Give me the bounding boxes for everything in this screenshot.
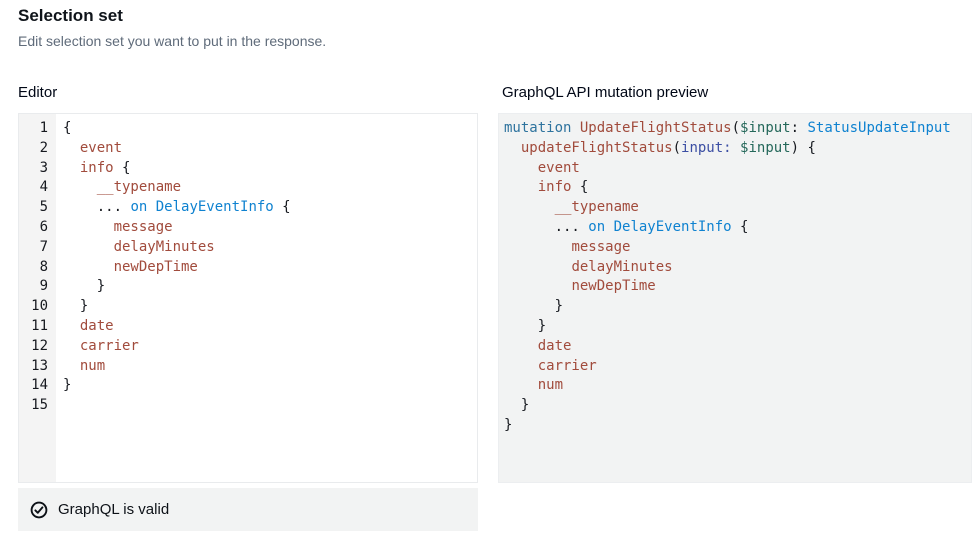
validation-status-bar: GraphQL is valid [18, 488, 478, 531]
line-number: 12 [31, 337, 48, 354]
code-line: 5 ... on DelayEventInfo { [19, 198, 477, 218]
line-number: 1 [39, 120, 48, 136]
code-line: 15 [19, 396, 477, 416]
line-number: 15 [31, 397, 48, 414]
check-circle-icon [30, 501, 48, 519]
line-number: 13 [31, 357, 48, 374]
code-line: date [537, 337, 572, 354]
code-line: 9 } [19, 277, 477, 297]
code-line: 8 newDepTime [19, 258, 477, 278]
code-line: 7 delayMinutes [19, 238, 477, 258]
code-line: info { [537, 179, 589, 196]
code-line: 2 event [19, 139, 477, 159]
code-line: delayMinutes [571, 258, 673, 275]
code-line: event [537, 159, 580, 176]
code-line: 11 date [19, 317, 477, 337]
code-line: 6 message [19, 218, 477, 238]
code-line: message [571, 238, 631, 255]
code-line: } [504, 416, 513, 433]
code-line: 14} [19, 376, 477, 396]
preview-panel-label: GraphQL API mutation preview [502, 84, 709, 101]
code-line: ... on DelayEventInfo { [504, 218, 749, 235]
line-number: 5 [39, 199, 48, 216]
page-description: Edit selection set you want to put in th… [18, 33, 327, 49]
code-line: } [504, 298, 564, 315]
line-number-gutter [19, 114, 56, 482]
validation-status-text: GraphQL is valid [58, 501, 170, 518]
code-line: num [537, 377, 564, 394]
code-line: mutation UpdateFlightStatus($input: Stat… [504, 120, 951, 136]
line-number: 11 [31, 317, 48, 334]
line-number: 8 [39, 258, 48, 275]
line-number: 3 [39, 159, 48, 176]
code-line: } [504, 397, 530, 414]
code-line: 13 num [19, 357, 477, 377]
line-number: 7 [39, 238, 48, 255]
preview-code-lines: mutation UpdateFlightStatus($input: Stat… [504, 119, 951, 436]
code-line: newDepTime [571, 278, 656, 295]
line-number: 6 [39, 218, 48, 235]
line-number: 14 [31, 377, 48, 394]
line-number: 10 [31, 298, 48, 315]
section-header: Selection set Edit selection set you wan… [18, 6, 326, 49]
line-number: 9 [39, 278, 48, 295]
editor-panel-label: Editor [18, 84, 58, 101]
line-number: 4 [39, 179, 48, 196]
code-line: 4 __typename [19, 178, 477, 198]
line-number: 2 [39, 139, 48, 156]
mutation-preview-panel: mutation UpdateFlightStatus($input: Stat… [498, 113, 972, 483]
code-line: updateFlightStatus(input: $input) { [520, 139, 816, 156]
code-line: 10 } [19, 297, 477, 317]
code-line: 1{ [19, 119, 477, 139]
code-line: } [504, 317, 547, 334]
code-line: __typename [554, 199, 639, 216]
page-title: Selection set [18, 6, 123, 25]
code-line: carrier [537, 357, 597, 374]
code-line: 12 carrier [19, 337, 477, 357]
code-line: 3 info { [19, 159, 477, 179]
